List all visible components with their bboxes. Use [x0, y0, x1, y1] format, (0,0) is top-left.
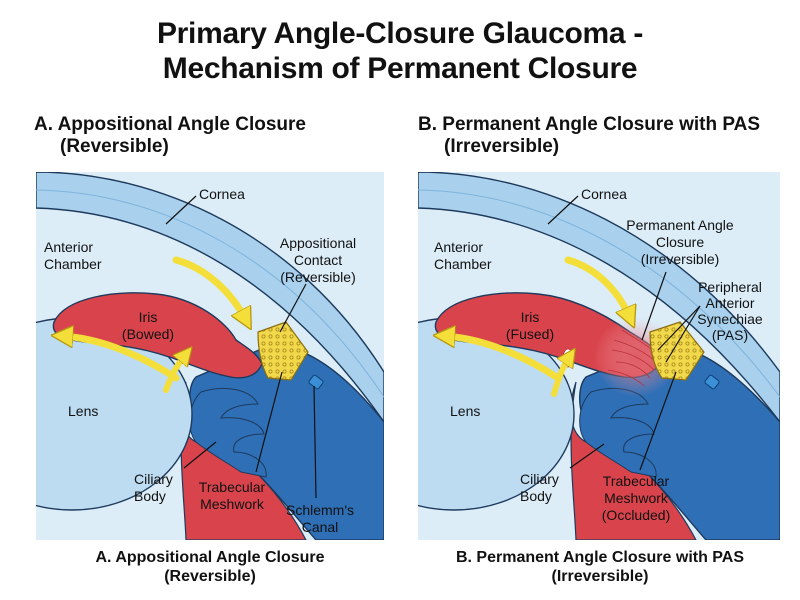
label-pas-2: Anterior — [705, 295, 754, 311]
label-ciliary-2: Body — [134, 488, 166, 504]
title-line-1: Primary Angle-Closure Glaucoma - — [156, 17, 644, 50]
label-anterior-chamber-1: Anterior — [44, 239, 93, 255]
label-iris-1: Iris — [521, 309, 540, 325]
label-contact-2: Contact — [294, 252, 342, 268]
label-ciliary-2: Body — [520, 488, 552, 504]
flow-arrow-upper — [564, 256, 630, 318]
label-schlemm-2: Canal — [302, 519, 339, 535]
label-pas-4: (PAS) — [712, 327, 748, 343]
label-trabecular-2: Meshwork — [604, 490, 669, 506]
leader-schlemm — [313, 385, 317, 499]
schlemms-canal — [704, 374, 720, 390]
label-lens: Lens — [450, 403, 480, 419]
label-schlemm-1: Schlemm's — [286, 502, 354, 518]
label-iris-2: (Bowed) — [122, 326, 174, 342]
panel-a-caption-line-2: (Reversible) — [164, 568, 256, 585]
leader-permanent — [641, 271, 667, 341]
schlemms-canal — [308, 374, 324, 390]
leader-ciliary — [183, 441, 217, 469]
leader-ciliary — [569, 443, 605, 469]
panel-a-diagram: Cornea Anterior Chamber Iris (Bowed) App… — [36, 172, 384, 540]
panel-b-diagram: Cornea Anterior Chamber Iris (Fused) Per… — [418, 172, 780, 540]
leader-contact — [279, 283, 307, 333]
title-line-2: Mechanism of Permanent Closure — [162, 52, 638, 85]
panel-a-heading: A. Appositional Angle Closure (Reversibl… — [34, 114, 306, 158]
label-ciliary-1: Ciliary — [134, 471, 173, 487]
flow-arrow-lower — [551, 356, 570, 397]
leader-trabecular — [639, 371, 677, 471]
label-contact-3: (Reversible) — [280, 269, 355, 285]
leader-cornea — [165, 195, 197, 225]
cornea-inner-line — [36, 189, 384, 398]
flow-arrow-lower — [163, 354, 186, 393]
panel-a-caption: A. Appositional Angle Closure (Reversibl… — [40, 548, 380, 586]
label-pas-1: Peripheral — [698, 279, 762, 295]
leader-trabecular — [255, 371, 283, 473]
flow-arrow-upper — [172, 256, 246, 320]
label-pas-3: Synechiae — [697, 311, 763, 327]
label-anterior-chamber-1: Anterior — [434, 239, 483, 255]
label-iris-2: (Fused) — [506, 326, 554, 342]
ciliary-folds — [579, 387, 657, 478]
leader-pas-2 — [665, 305, 701, 363]
panel-b-caption-line-1: B. Permanent Angle Closure with PAS — [455, 549, 745, 566]
label-cornea: Cornea — [199, 186, 245, 202]
trabecular-meshwork — [649, 321, 705, 381]
panel-b-heading-line-2: (Irreversible) — [444, 136, 560, 157]
label-contact-1: Appositional — [280, 235, 356, 251]
panel-b-heading-line-1: B. Permanent Angle Closure with PAS — [418, 114, 761, 135]
label-permanent-2: Closure — [656, 234, 704, 250]
cornea-band — [36, 172, 384, 424]
flow-arrow-iris — [444, 336, 562, 382]
panel-b-heading: B. Permanent Angle Closure with PAS (Irr… — [418, 114, 760, 158]
panel-b-caption-line-2: (Irreversible) — [551, 568, 649, 585]
label-iris-1: Iris — [139, 309, 158, 325]
panel-a-heading-line-2: (Reversible) — [60, 136, 169, 157]
label-ciliary-1: Ciliary — [520, 471, 559, 487]
label-anterior-chamber-2: Chamber — [44, 256, 102, 272]
label-anterior-chamber-2: Chamber — [434, 256, 492, 272]
ciliary-folds — [189, 387, 267, 478]
flow-arrow-iris — [62, 336, 180, 382]
trabecular-meshwork — [257, 321, 309, 381]
page-title: Primary Angle-Closure Glaucoma - Mechani… — [0, 16, 800, 86]
panel-a-caption-line-1: A. Appositional Angle Closure — [95, 549, 325, 566]
leader-cornea — [547, 195, 579, 225]
label-lens: Lens — [68, 403, 98, 419]
label-trabecular-3: (Occluded) — [602, 507, 670, 523]
cornea-inner-line — [418, 189, 780, 398]
label-cornea: Cornea — [581, 186, 627, 202]
leader-pas-1 — [657, 305, 701, 351]
panel-b-caption: B. Permanent Angle Closure with PAS (Irr… — [420, 548, 780, 586]
label-trabecular-1: Trabecular — [603, 473, 670, 489]
synechiae-strands — [607, 329, 659, 387]
label-permanent-1: Permanent Angle — [626, 217, 734, 233]
label-permanent-3: (Irreversible) — [641, 251, 720, 267]
panel-a-heading-line-1: A. Appositional Angle Closure — [34, 114, 306, 135]
label-trabecular-1: Trabecular — [199, 479, 266, 495]
label-trabecular-2: Meshwork — [200, 496, 265, 512]
cornea-band — [418, 172, 780, 424]
